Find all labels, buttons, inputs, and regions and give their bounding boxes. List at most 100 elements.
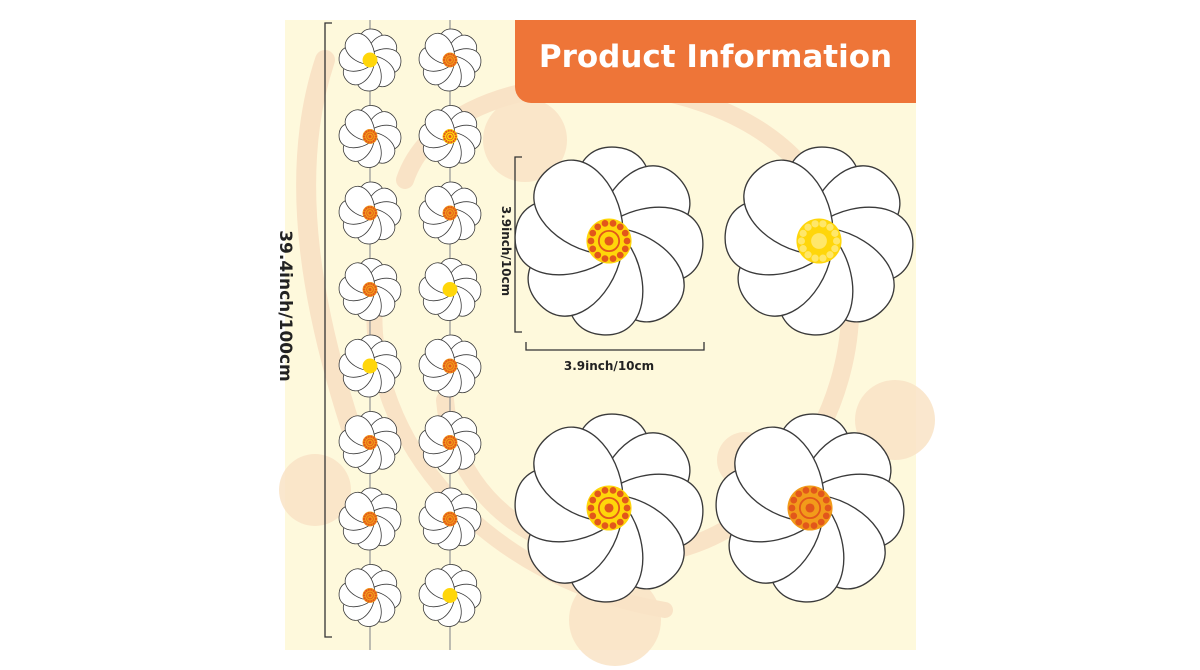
- center-dot: [811, 233, 827, 249]
- center-dot: [445, 130, 448, 133]
- center-dot: [368, 211, 372, 215]
- center-dot: [616, 518, 624, 526]
- flower-center: [442, 282, 458, 297]
- center-dot: [817, 518, 825, 526]
- center-ring: [446, 362, 454, 370]
- large-flower-1: [514, 146, 704, 336]
- center-dot: [445, 446, 448, 449]
- center-dot: [372, 589, 375, 592]
- center-dot: [452, 522, 455, 525]
- garland-length-text: 39.4inch/100cm: [275, 230, 295, 382]
- center-dot: [452, 360, 455, 363]
- center-dot: [443, 209, 446, 212]
- center-dot: [831, 245, 839, 253]
- center-dot: [367, 206, 370, 209]
- center-dot: [442, 211, 446, 215]
- center-dot: [601, 255, 609, 262]
- center-dot: [450, 523, 453, 526]
- center-dot: [452, 513, 455, 516]
- center-dot: [454, 214, 457, 217]
- center-dot: [443, 56, 446, 59]
- center-dot: [454, 211, 458, 215]
- center-dot: [448, 211, 452, 215]
- center-dot: [822, 512, 830, 520]
- center-dot: [802, 522, 810, 529]
- center-dot: [454, 443, 457, 447]
- center-dot: [365, 513, 368, 516]
- center-dot: [799, 229, 807, 237]
- center-ring: [366, 515, 374, 523]
- center-dot: [372, 130, 375, 133]
- center-dot: [454, 367, 457, 370]
- center-dot: [452, 140, 455, 143]
- swirl-dot: [279, 454, 351, 526]
- center-dot: [589, 229, 597, 237]
- center-dot: [450, 435, 453, 438]
- center-dot: [454, 364, 458, 368]
- center-dot: [365, 599, 368, 602]
- center-dot: [454, 137, 457, 141]
- center-dot: [609, 487, 617, 494]
- center-dot: [452, 216, 455, 219]
- center-dot: [365, 436, 368, 439]
- center-dot: [447, 523, 450, 526]
- center-dot: [443, 367, 446, 370]
- garland-flower: [418, 411, 482, 474]
- garland-flower: [338, 28, 402, 92]
- center-dot: [817, 490, 825, 498]
- center-dot: [370, 282, 373, 285]
- center-dot: [363, 290, 366, 294]
- center-dot: [374, 137, 377, 141]
- center-dot: [445, 513, 448, 516]
- center-dot: [826, 223, 834, 231]
- center-dot: [442, 135, 446, 138]
- center-dot: [447, 64, 450, 67]
- center-dot: [372, 140, 375, 143]
- center-dot: [594, 490, 602, 498]
- center-dot: [368, 135, 372, 138]
- center-dot: [804, 223, 812, 231]
- center-dot: [367, 588, 370, 591]
- center-dot: [587, 237, 595, 245]
- center-dot: [365, 283, 368, 286]
- center-dot: [374, 285, 377, 289]
- center-dot: [368, 288, 372, 291]
- center-ring: [366, 285, 374, 294]
- center-dot: [452, 436, 455, 439]
- center-ring: [366, 209, 374, 217]
- center-dot: [367, 129, 370, 132]
- center-dot: [447, 206, 450, 209]
- center-dot: [447, 359, 450, 362]
- center-dot: [454, 362, 457, 365]
- center-dot: [623, 504, 631, 512]
- center-dot: [374, 438, 377, 442]
- center-dot: [797, 237, 806, 245]
- product-illustration: [279, 20, 935, 666]
- center-dot: [445, 522, 448, 525]
- center-dot: [362, 594, 366, 597]
- center-dot: [445, 63, 448, 66]
- center-dot: [362, 517, 366, 521]
- center-dot: [365, 293, 368, 296]
- center-dot: [365, 589, 368, 592]
- garland-strand-right: [418, 20, 482, 650]
- center-dot: [370, 600, 373, 603]
- center-dot: [374, 591, 377, 595]
- product-info-panel: Product Information 39.4inch/100cm 3.9in…: [275, 20, 935, 666]
- center-dot: [454, 58, 458, 62]
- center-dot: [363, 443, 366, 447]
- center-dot: [447, 53, 450, 56]
- center-dot: [365, 207, 368, 210]
- center-dot: [374, 290, 377, 294]
- center-dot: [805, 503, 815, 513]
- center-dot: [450, 64, 453, 67]
- center-dot: [831, 229, 839, 237]
- garland-flower: [418, 334, 482, 398]
- center-dot: [450, 217, 453, 220]
- center-dot: [363, 214, 366, 217]
- center-dot: [372, 522, 375, 525]
- center-dot: [623, 237, 631, 245]
- center-dot: [443, 214, 446, 217]
- center-dot: [609, 220, 617, 227]
- center-dot: [370, 523, 373, 526]
